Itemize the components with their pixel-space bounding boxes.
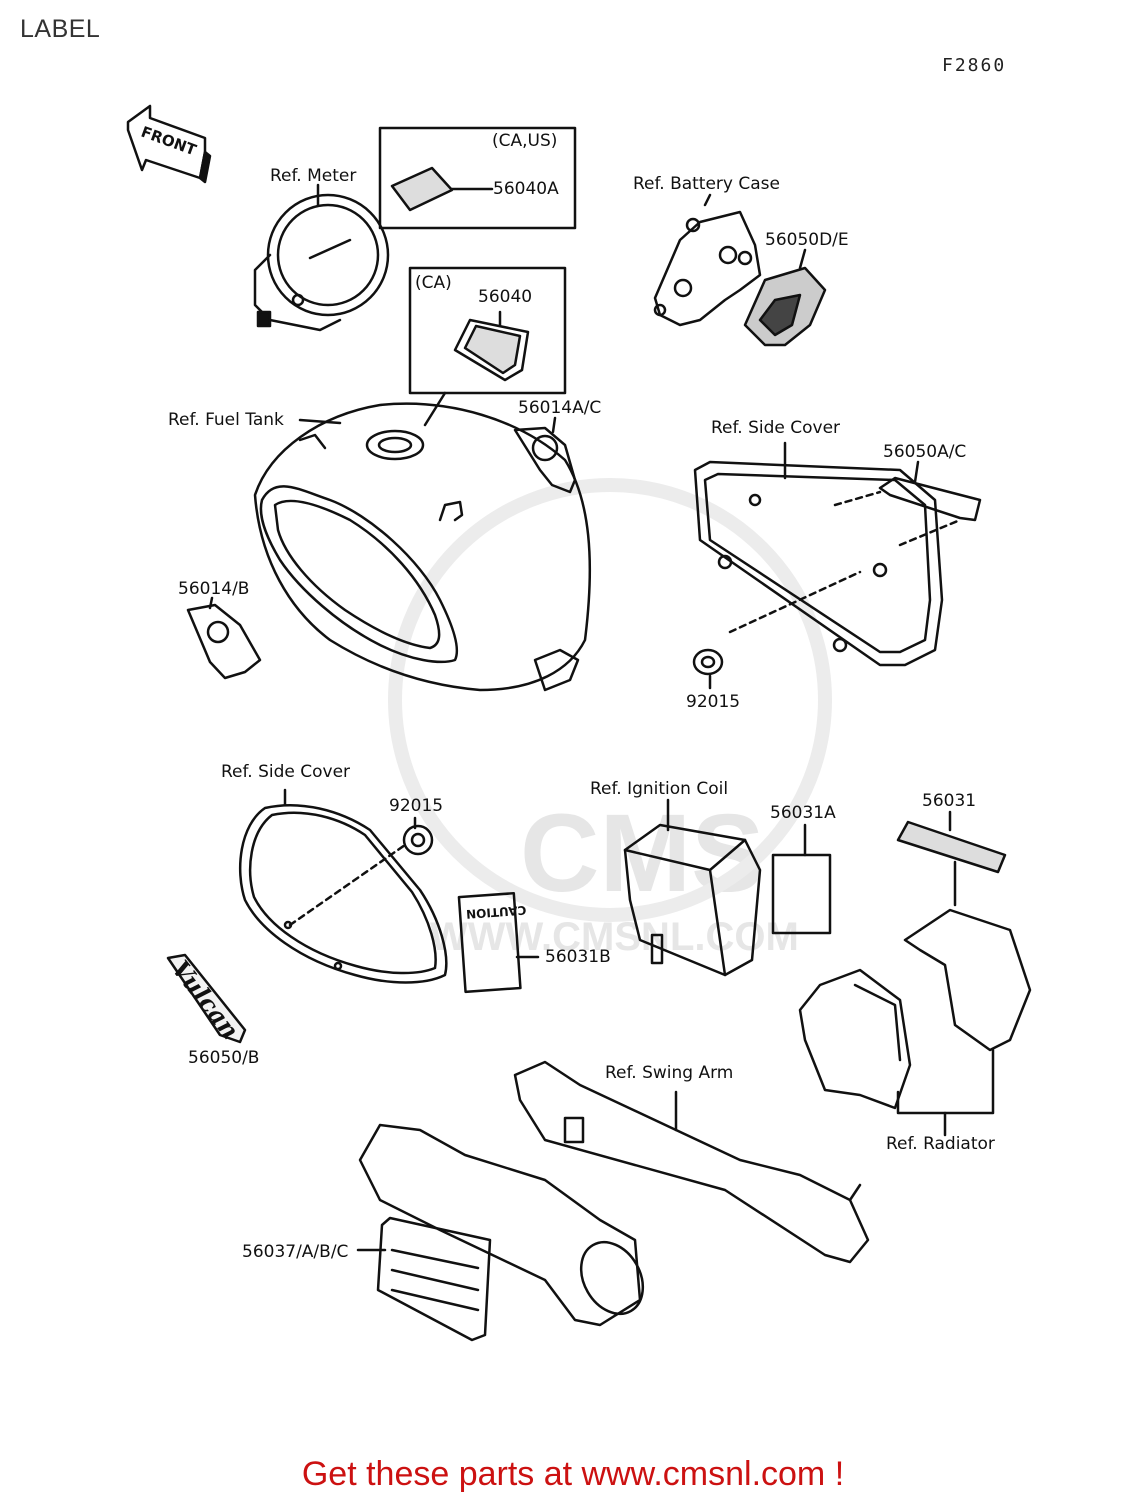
callout-56050DE: 56050D/E: [765, 230, 849, 250]
label-56031-icon: [896, 820, 1007, 874]
fuel-tank-icon: [253, 402, 592, 692]
front-arrow-icon: [126, 104, 212, 184]
label-56050DE-icon: [743, 266, 827, 347]
battery-case-icon: [653, 210, 762, 327]
watermark-ring: [388, 478, 832, 922]
box-ca-us: [378, 126, 577, 230]
callout-56040: 56040: [478, 287, 533, 307]
callout-92015-top: 92015: [686, 692, 741, 712]
watermark-url: WWW.CMSNL.COM: [430, 915, 799, 959]
box-ca: [408, 266, 567, 395]
ignition-coil-icon: [623, 823, 762, 977]
callout-ca-us: (CA,US): [492, 131, 558, 151]
badge-56014B-icon: [186, 603, 262, 680]
side-cover-bottom-icon: [239, 804, 448, 984]
callout-ref-side-cover-bottom: Ref. Side Cover: [221, 762, 351, 782]
swing-arm-icon: [358, 1060, 870, 1327]
footer-cta-link[interactable]: Get these parts at www.cmsnl.com !: [0, 1455, 1146, 1494]
callout-92015-bottom: 92015: [389, 796, 444, 816]
radiator-icon: [798, 968, 912, 1110]
callout-56031: 56031: [922, 791, 977, 811]
callout-ref-radiator: Ref. Radiator: [886, 1134, 995, 1154]
radiator-bracket-icon: [903, 908, 1032, 1052]
callout-56037ABC: 56037/A/B/C: [242, 1242, 349, 1262]
meter-icon: [253, 193, 390, 332]
grommet-92015-bottom-icon: [402, 824, 434, 856]
callout-56031A: 56031A: [770, 803, 836, 823]
label-56037-icon: [376, 1216, 492, 1342]
vulcan-emblem-icon: [166, 953, 247, 1044]
footer-cta-text: Get these parts at www.cmsnl.com !: [301, 1455, 845, 1493]
label-56031B-icon: [457, 891, 522, 994]
label-56040-icon: [453, 318, 530, 382]
callout-ref-fuel-tank: Ref. Fuel Tank: [168, 410, 284, 430]
callout-ca: (CA): [415, 273, 452, 293]
callout-56050B: 56050/B: [188, 1048, 260, 1068]
badge-56014AC-icon: [513, 426, 577, 494]
drawing-code: F2860: [942, 55, 1007, 76]
callout-56040A: 56040A: [493, 179, 559, 199]
label-56031A-icon: [771, 853, 832, 935]
side-cover-top-icon: [693, 460, 944, 667]
callout-56014AC: 56014A/C: [518, 398, 602, 418]
callout-ref-side-cover-top: Ref. Side Cover: [711, 418, 841, 438]
page-title: LABEL: [20, 15, 101, 43]
callout-56031B: 56031B: [545, 947, 611, 967]
label-56050AC-icon: [878, 476, 982, 522]
callout-ref-ignition-coil: Ref. Ignition Coil: [590, 779, 729, 799]
callout-56050AC: 56050A/C: [883, 442, 967, 462]
label-56040A-icon: [390, 166, 454, 212]
callout-56014B: 56014/B: [178, 579, 250, 599]
callout-ref-swing-arm: Ref. Swing Arm: [605, 1063, 734, 1083]
grommet-92015-top-icon: [692, 648, 724, 676]
callout-ref-battery-case: Ref. Battery Case: [633, 174, 780, 194]
callout-ref-meter: Ref. Meter: [270, 166, 357, 186]
